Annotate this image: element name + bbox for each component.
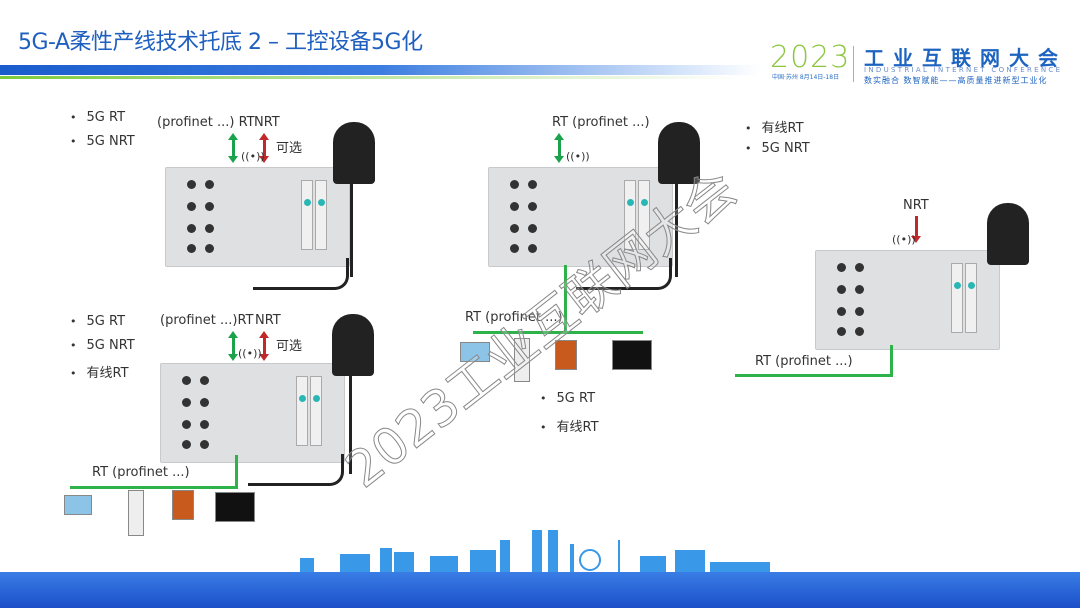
nrt-label: NRT [254,115,280,130]
logo-slogan: 数实融合 数智赋能——高质量推进新型工业化 [864,76,1048,85]
wifi-icon: ((•)) [892,233,916,246]
nrt-arrow-icon [259,331,269,361]
logo-year: 2023 [770,40,851,75]
rt-link [735,374,893,377]
io-module-icon [128,490,144,536]
plc-rack-icon [64,495,92,515]
wifi-icon: ((•)) [238,347,262,360]
plc-device-icon [160,314,374,486]
bullet: 有线RT [70,362,129,381]
bullet: 5G RT [540,391,596,406]
nrt-arrow-icon [259,133,269,163]
profinet-bus-drop [235,455,238,489]
title-underline-green [0,76,740,79]
bullet: 有线RT [540,416,599,435]
city-skyline-icon [300,530,770,572]
rt-label: RT (profinet ...) [755,354,853,369]
machine-icon [215,492,255,522]
rt-label: (profinet ...) RT [157,115,255,130]
footer-band [0,572,1080,608]
rt-arrow-icon [228,133,238,163]
rt-label: RT (profinet ...) [552,115,650,130]
machine-icon [612,340,652,370]
logo-divider [853,46,854,82]
logo-location-date: 中国·苏州 8月14日-18日 [772,74,840,81]
bullet: 5G NRT [70,338,135,353]
bullet: 有线RT [745,117,804,136]
rt-link-drop [890,345,893,377]
antenna-icon [658,122,700,184]
antenna-icon [333,122,375,184]
title-underline-blue [0,65,760,75]
plc-device-icon [488,122,700,290]
bullet: 5G RT [70,110,126,125]
profinet-bus-drop [564,265,567,333]
drive-icon [555,340,577,370]
wifi-icon: ((•)) [566,150,590,163]
rt-arrow-icon [228,331,238,361]
nrt-label: NRT [903,198,929,213]
drive-icon [172,490,194,520]
rt-label: (profinet ...)RT [160,313,254,328]
wifi-icon: ((•)) [241,150,265,163]
io-module-icon [514,338,530,382]
profinet-bus [473,331,643,334]
antenna-icon [987,203,1029,265]
bullet: 5G NRT [745,141,810,156]
logo-name-en: INDUSTRIAL INTERNET CONFERENCE [864,66,1063,74]
profinet-bus [70,486,238,489]
bus-label: RT (profinet ...) [92,465,190,480]
plc-device-icon [165,122,375,290]
bullet: 5G RT [70,314,126,329]
nrt-label: NRT [255,313,281,328]
slide-title: 5G-A柔性产线技术托底 2 – 工控设备5G化 [18,30,423,55]
antenna-icon [332,314,374,376]
optional-label: 可选 [276,141,303,156]
rt-arrow-icon [554,133,564,163]
plc-device-icon [815,203,1029,355]
logo-name-cn: 工业互联网大会 [864,46,1067,70]
nrt-arrow-icon [911,216,921,243]
bus-label: RT (profinet ...) [465,310,563,325]
bullet: 5G NRT [70,134,135,149]
plc-rack-icon [460,342,490,362]
optional-label: 可选 [276,339,303,354]
